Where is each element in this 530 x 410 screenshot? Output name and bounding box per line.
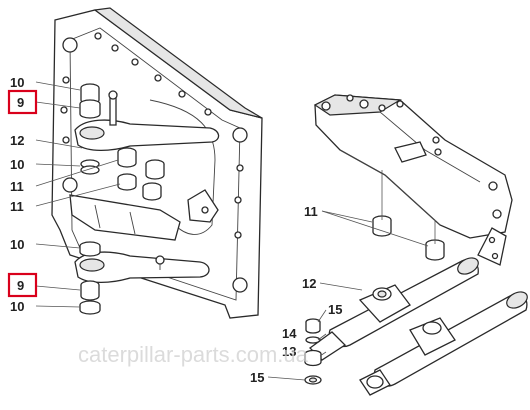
callout-10-mid: 10 [10,157,24,172]
axle-support-bracket [313,94,513,239]
callout-15-right-top: 15 [328,302,342,317]
highlight-box-upper [7,89,38,115]
callout-9-bottom: 9 [17,278,24,293]
callout-9-top: 9 [17,95,24,110]
callout-10-low: 10 [10,237,24,252]
bushing-lower [79,241,101,315]
callout-14-right: 14 [282,326,297,341]
callout-12-right: 12 [302,276,316,291]
small-plate [477,227,507,266]
callout-11-mid-b: 11 [10,199,24,214]
watermark: caterpillar-parts.com.ua [78,342,309,367]
callout-10-bottom: 10 [10,299,24,314]
callout-13-right: 13 [282,344,296,359]
bushing-upper [79,83,101,119]
cylinder-lower [359,291,528,396]
middle-bracket [69,189,219,241]
highlight-box-lower [7,272,38,298]
washer-set [304,318,322,385]
upper-lever [74,90,220,152]
callout-10-top: 10 [10,75,24,90]
leader-lines [35,81,436,381]
bushing-pair-right [372,215,445,261]
callout-11-right: 11 [304,204,318,219]
callout-11-mid-a: 11 [10,179,24,194]
bushing-set-middle [80,147,165,201]
callout-15-right-bottom: 15 [250,370,264,385]
callout-12-left: 12 [10,133,24,148]
